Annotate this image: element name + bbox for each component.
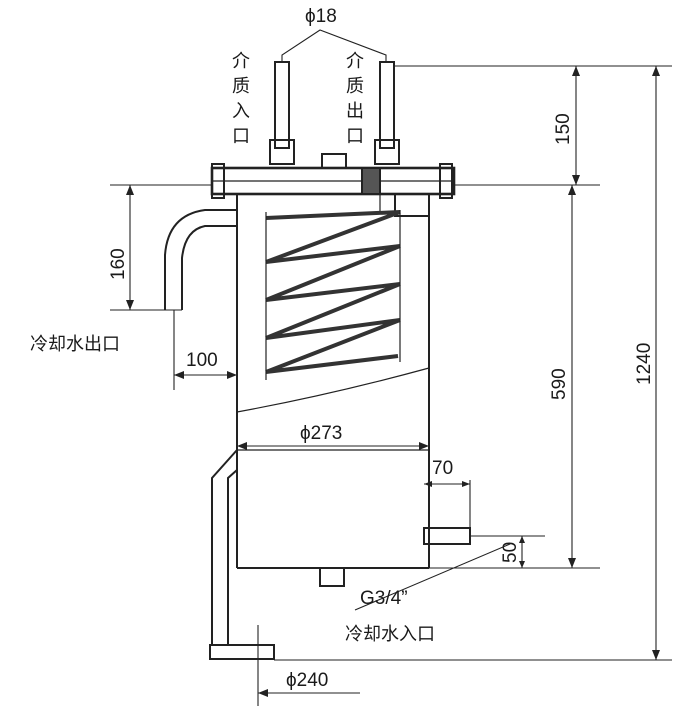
svg-text:口: 口 [346,126,364,147]
cooling-coil [265,210,401,380]
thread-spec-label: G3/4” [360,588,408,609]
shell-body [236,194,430,587]
dim-150-label: 150 [553,113,574,145]
cooling-water-outlet-pipe [164,209,237,310]
medium-inlet-label: 介 质 入 口 [232,51,250,147]
cooling-water-inlet-label: 冷却水入口 [345,624,435,645]
svg-text:口: 口 [232,126,250,147]
svg-text:质: 质 [232,76,250,97]
svg-text:介: 介 [346,51,364,72]
dim-590-label: 590 [549,368,570,400]
dim-240-label: ϕ240 [286,670,328,691]
dim-273-label: ϕ273 [300,423,342,444]
pipe-dia-leader [281,29,387,62]
svg-text:质: 质 [346,76,364,97]
dim-100-label: 100 [186,350,218,371]
svg-text:介: 介 [232,51,250,72]
pipe-dia-label: ϕ18 [305,6,337,27]
thread-leader [354,543,511,611]
dim-70-label: 70 [432,458,453,479]
medium-outlet-label: 介 质 出 口 [346,51,364,147]
svg-text:入: 入 [232,101,250,122]
cooling-water-inlet-nozzle [423,527,471,568]
dim-160-label: 160 [108,248,129,280]
dim-1240-label: 1240 [634,343,655,385]
cooling-water-outlet-label: 冷却水出口 [30,334,120,355]
center-nozzle [321,153,347,169]
medium-outlet-pipe [374,61,400,165]
medium-inlet-pipe [269,61,295,165]
top-flange [210,163,456,217]
svg-text:出: 出 [346,101,364,122]
dim-50-label: 50 [500,542,521,563]
support-leg [209,449,275,660]
